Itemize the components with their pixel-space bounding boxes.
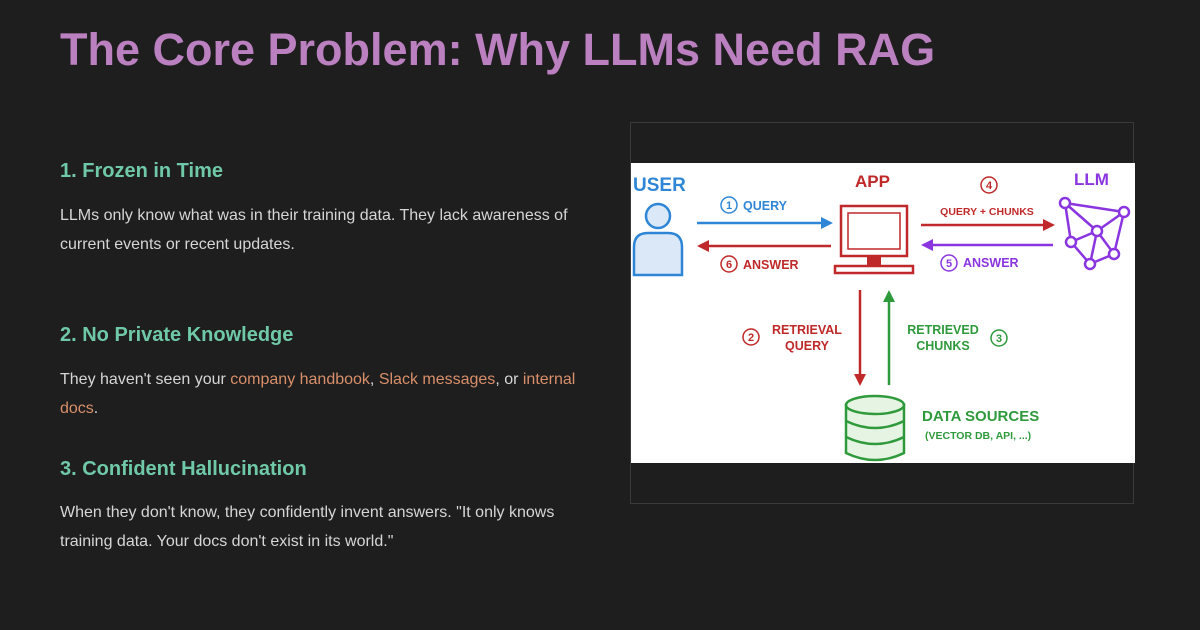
point-1-heading: 1. Frozen in Time <box>60 160 223 182</box>
step-3-label-line-1: RETRIEVED <box>907 323 979 337</box>
user-icon <box>632 202 684 277</box>
point-2-separator: , or <box>495 371 523 388</box>
step-2-label-line-1: RETRIEVAL <box>772 323 842 337</box>
user-label: USER <box>633 175 686 196</box>
step-5-number: 5 <box>946 258 952 270</box>
step-4-badge <box>980 176 998 194</box>
step-1-label: QUERY <box>743 199 788 213</box>
slide-title: The Core Problem: Why LLMs Need RAG <box>60 24 936 75</box>
arrow-3-retrieved-chunks <box>883 290 895 385</box>
point-2-suffix: . <box>93 400 99 417</box>
point-1-body: LLMs only know what was in their trainin… <box>60 207 568 253</box>
slack-messages-highlight: Slack messages <box>378 371 496 388</box>
llm-label: LLM <box>1074 170 1109 189</box>
step-3-badge <box>990 329 1008 347</box>
data-sources-sublabel: (VECTOR DB, API, ...) <box>925 430 1031 442</box>
company-handbook-highlight: company handbook <box>230 371 370 388</box>
step-2-badge <box>742 328 760 346</box>
computer-icon <box>833 204 915 275</box>
step-3-number: 3 <box>996 333 1002 345</box>
step-1-number: 1 <box>726 200 732 212</box>
arrow-2-retrieval-query <box>854 290 866 386</box>
step-6-badge <box>720 255 738 273</box>
rag-diagram: USER APP LLM <box>631 163 1135 463</box>
neural-network-icon <box>1058 196 1131 271</box>
point-2-body: They haven't seen your company handbook,… <box>60 365 600 423</box>
database-icon <box>844 394 906 462</box>
point-3-body: When they don't know, they confidently i… <box>60 504 555 550</box>
step-2-number: 2 <box>748 332 754 344</box>
data-sources-label: DATA SOURCES <box>922 408 1039 425</box>
step-6-label: ANSWER <box>743 258 799 272</box>
step-2-label-line-2: QUERY <box>785 339 830 353</box>
step-3-label-line-2: CHUNKS <box>916 339 969 353</box>
app-label: APP <box>855 172 890 191</box>
point-2-heading: 2. No Private Knowledge <box>60 324 294 346</box>
arrow-4-query-chunks <box>921 219 1055 231</box>
point-2-text: They haven't seen your <box>60 371 231 388</box>
step-4-number: 4 <box>986 180 993 192</box>
step-1-badge <box>720 196 738 214</box>
arrow-1-query <box>697 217 833 229</box>
point-2-separator: , <box>369 371 379 388</box>
arrow-5-answer <box>921 239 1053 251</box>
step-6-number: 6 <box>726 259 732 271</box>
step-5-label: ANSWER <box>963 256 1019 270</box>
arrow-6-answer <box>697 240 831 252</box>
step-4-label: QUERY + CHUNKS <box>940 206 1034 218</box>
point-3-heading: 3. Confident Hallucination <box>60 458 307 480</box>
internal-docs-highlight: internal docs <box>60 371 576 417</box>
step-5-badge <box>940 254 958 272</box>
